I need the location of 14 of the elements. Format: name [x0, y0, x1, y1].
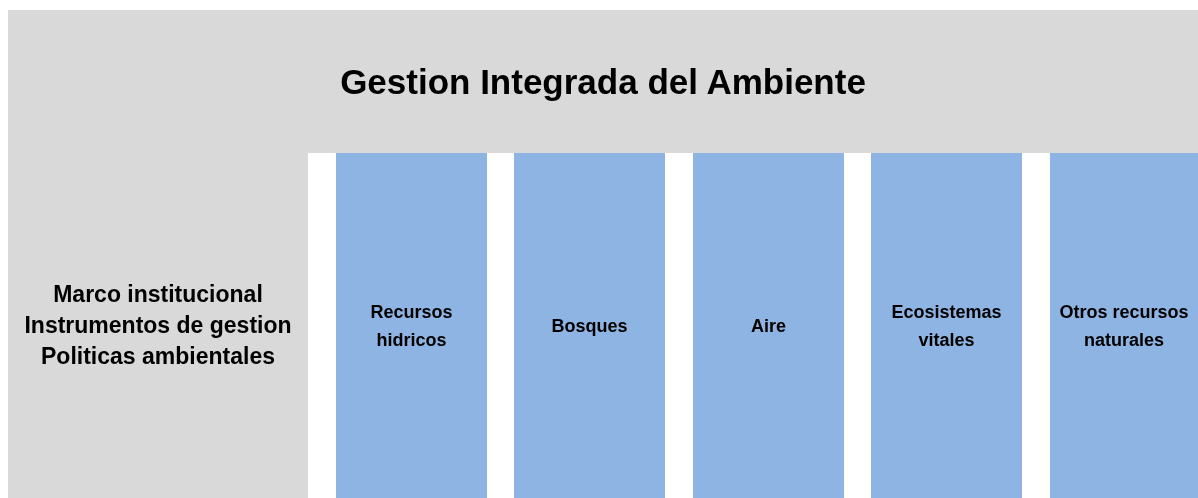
- side-text: Instrumentos de gestion: [24, 311, 292, 340]
- side-text: Marco institucional: [53, 280, 263, 309]
- category-column: [871, 153, 1022, 498]
- column-label: Bosques: [551, 314, 628, 338]
- column-label: Aire: [751, 314, 786, 338]
- heading: Gestion Integrada del Ambiente: [340, 61, 866, 102]
- category-column: [514, 153, 665, 498]
- category-column: [336, 153, 487, 498]
- category-column: [1050, 153, 1198, 498]
- category-column: [693, 153, 844, 498]
- side-text: Politicas ambientales: [41, 342, 275, 371]
- column-label: Recursos hidricos: [369, 300, 454, 352]
- column-label: Ecosistemas vitales: [890, 300, 1003, 352]
- column-label: Otros recursos naturales: [1058, 300, 1190, 352]
